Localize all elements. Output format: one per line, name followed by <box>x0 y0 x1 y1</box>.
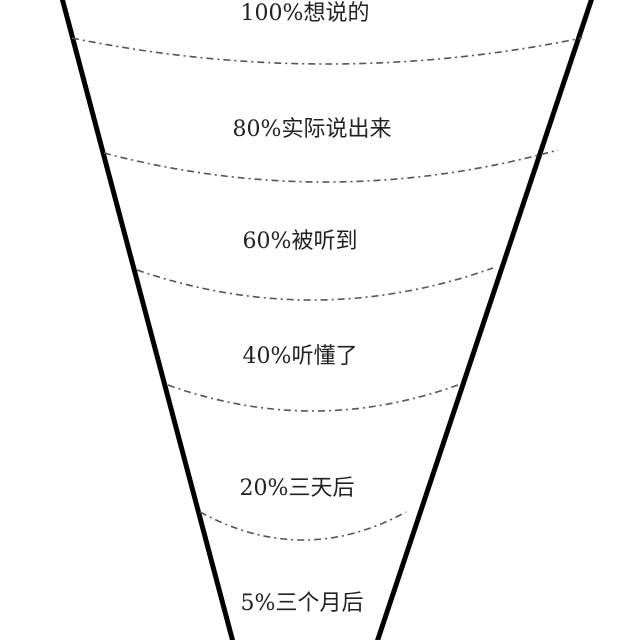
level-label-40: 40%听懂了 <box>243 344 358 369</box>
level-divider-3 <box>136 267 494 301</box>
level-label-60: 60%被听到 <box>243 229 358 254</box>
level-divider-5 <box>199 511 407 541</box>
funnel-right-edge <box>375 0 594 640</box>
level-divider-4 <box>167 384 459 412</box>
level-divider-1 <box>71 37 583 65</box>
level-label-100: 100%想说的 <box>241 1 370 26</box>
level-divider-2 <box>103 149 559 183</box>
level-label-80: 80%实际说出来 <box>233 117 392 142</box>
level-label-20: 20%三天后 <box>240 476 355 501</box>
level-label-5: 5%三个月后 <box>241 591 364 616</box>
funnel-left-edge <box>59 0 236 640</box>
